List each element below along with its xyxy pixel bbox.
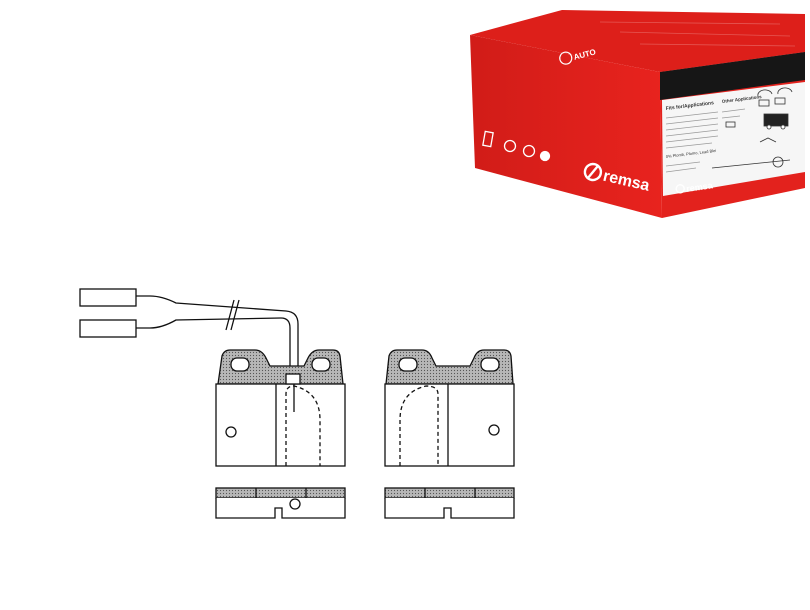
pad-left-rivet — [225, 426, 237, 438]
car-icon — [763, 113, 789, 127]
arrow-icon — [759, 137, 777, 143]
pad-right-rivet — [488, 424, 500, 436]
wire-break-mark — [225, 299, 235, 331]
sensor-wire — [136, 295, 299, 378]
wear-sensor-clip — [285, 373, 301, 385]
remsa-logo-icon-small — [675, 184, 685, 194]
box-front-face — [470, 35, 662, 218]
label-lead-free: 0% Plomb, Plomo, Lead Blei — [666, 148, 717, 159]
quality-seal-icon — [503, 139, 517, 153]
sensor-icon — [725, 121, 736, 128]
wheel-icon — [766, 124, 772, 130]
label-heading-left: Fits for/Applications — [666, 100, 715, 112]
pad-left-ear-hole-2 — [311, 357, 331, 372]
pad-right-side-view — [384, 487, 515, 519]
remsa-logo-icon — [583, 162, 603, 182]
pad-left-side-plate — [215, 498, 346, 519]
technical-drawing — [79, 288, 515, 519]
box-top-face — [470, 10, 805, 72]
product-box: Fits for/Applications Other Applications… — [470, 10, 805, 218]
box-label-icons — [711, 87, 793, 169]
pad-right-side-friction — [384, 487, 515, 499]
pad-right-ear-hole — [398, 357, 418, 372]
box-side-stripe — [660, 52, 805, 100]
pad-right-side-plate — [384, 498, 515, 519]
ecolabel-icon — [482, 130, 494, 148]
pad-right-ear-hole-2 — [480, 357, 500, 372]
pad-left-ear-hole — [230, 357, 250, 372]
brake-pad-left — [215, 349, 346, 467]
stamp-ring-icon — [559, 51, 573, 65]
pad-shape-icon-2 — [774, 97, 786, 105]
pad-arc-icon — [757, 89, 773, 97]
box-label-panel — [662, 82, 805, 196]
pad-left-friction-block — [215, 383, 346, 467]
remsa-logo-slash — [586, 164, 600, 180]
e-mark-icon — [539, 150, 551, 162]
certification-icons — [482, 130, 551, 162]
recycle-icon — [522, 144, 536, 158]
barcode-line — [711, 159, 791, 169]
pad-right-hidden-outline — [399, 385, 439, 466]
pad-left-side-view — [215, 487, 346, 519]
sensor-connector-bottom — [79, 319, 137, 338]
box-label-text: Fits for/Applications Other Applications… — [666, 94, 763, 173]
sensor-connector-top — [79, 288, 137, 307]
pad-left-backing-plate — [217, 349, 344, 385]
pad-shape-icon — [758, 99, 770, 107]
brake-pad-right — [384, 349, 515, 467]
brand-side: remsa — [686, 180, 715, 194]
pad-left-side-sensor — [289, 498, 301, 510]
pad-left-side-friction — [215, 487, 346, 499]
pad-arc-icon-2 — [777, 87, 793, 95]
wire-break-mark-2 — [230, 299, 240, 331]
wheel-icon-2 — [780, 124, 786, 130]
label-heading-right: Other Applications — [722, 94, 763, 104]
pad-right-backing-plate — [385, 349, 514, 385]
remsa-logo-side: remsa — [675, 180, 715, 194]
